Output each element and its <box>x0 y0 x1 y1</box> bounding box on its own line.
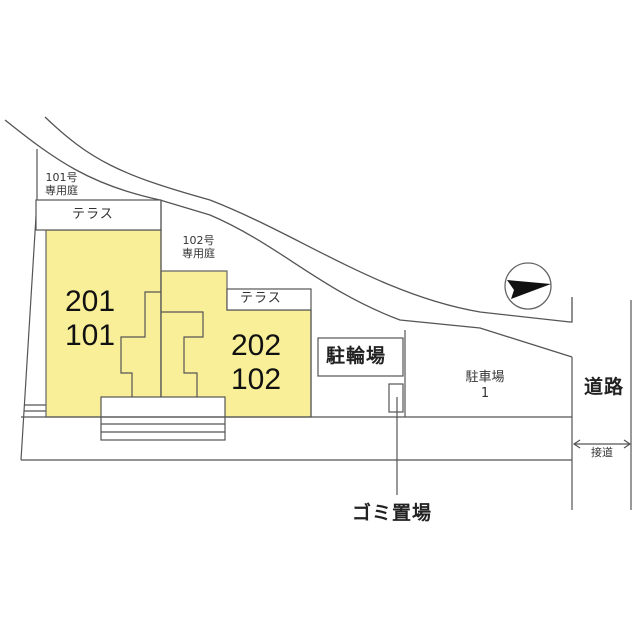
unit-201-number: 201 <box>65 285 116 318</box>
road-edge-upper <box>44 116 571 323</box>
bicycle-parking-label: 駐輪場 <box>326 345 387 367</box>
garbage-area-label: ゴミ置場 <box>352 502 433 524</box>
entrance-steps <box>100 396 226 441</box>
compass-north-arrow-icon <box>504 262 552 310</box>
unit-201-101-area <box>45 229 162 418</box>
stair-outline-right <box>161 311 204 397</box>
car-parking-number: 1 <box>480 386 490 401</box>
unit-201-101-label: 201 101 <box>65 285 115 353</box>
road-access-label: 接道 <box>591 446 613 459</box>
terrace-101 <box>35 199 162 231</box>
garden-101-text: 専用庭 <box>45 184 78 197</box>
road-edge-lower <box>4 119 573 358</box>
garden-101-number: 101号 <box>45 171 78 184</box>
unit-102-number: 102 <box>231 363 282 396</box>
stair-outline-left <box>120 291 161 397</box>
unit-202-102-label: 202 102 <box>231 329 281 397</box>
garden-102-text: 専用庭 <box>182 247 215 260</box>
garden-101-label: 101号 専用庭 <box>45 172 78 196</box>
garden-102-label: 102号 専用庭 <box>182 235 215 259</box>
car-parking-text: 駐車場 <box>465 370 505 385</box>
unit-101-number: 101 <box>65 319 116 352</box>
site-boundary-left <box>20 149 38 461</box>
garden-102-number: 102号 <box>182 234 215 247</box>
terrace-102 <box>226 288 312 311</box>
garbage-box <box>388 383 404 413</box>
car-parking-label: 駐車場 1 <box>460 370 510 402</box>
road-edge-upper-end <box>570 297 573 323</box>
road-label: 道路 <box>584 376 625 398</box>
terrace-101-label: テラス <box>72 207 114 222</box>
terrace-102-label: テラス <box>240 291 282 306</box>
unit-202-number: 202 <box>231 329 282 362</box>
bicycle-parking-box <box>317 337 404 377</box>
